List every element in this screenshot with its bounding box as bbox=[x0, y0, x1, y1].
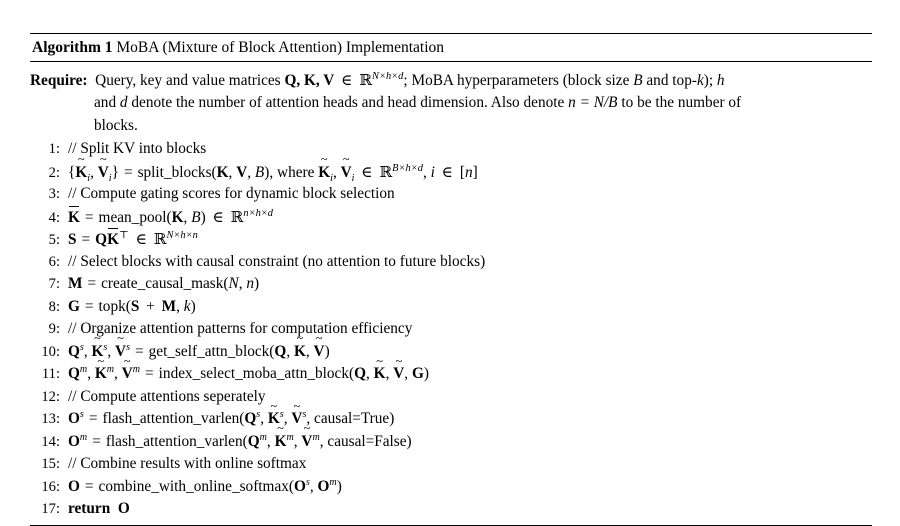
fn-create-causal-mask: create_causal_mask bbox=[101, 275, 224, 293]
step-number-7: 7: bbox=[48, 276, 60, 293]
step-row-14: 14: Om=flash_attention_varlen(Qm, Km, Vm… bbox=[30, 431, 872, 454]
reals-exponent-1: N×h×d bbox=[372, 70, 404, 82]
algorithm-steps: 1: // Split KV into blocks 2: {Ki, Vi}=s… bbox=[30, 138, 872, 521]
step-text-7: M=create_causal_mask(N, n) bbox=[68, 275, 260, 293]
step-text-8: G=topk(S + M, k) bbox=[68, 297, 196, 315]
step-text-17: return O bbox=[68, 498, 130, 521]
require-text-2: ; MoBA hyperparameters (block size bbox=[403, 72, 634, 89]
var-block-size: B bbox=[633, 72, 643, 89]
require-block: Require: Query, key and value matrices Q… bbox=[30, 67, 872, 137]
step-text-14: Om=flash_attention_varlen(Qm, Km, Vm, ca… bbox=[68, 431, 412, 454]
fn-topk: topk bbox=[98, 297, 126, 315]
var-dim: d bbox=[119, 94, 128, 112]
algorithm-title: MoBA (Mixture of Block Attention) Implem… bbox=[116, 39, 445, 56]
step-text-16: O=combine_with_online_softmax(Os, Om) bbox=[68, 476, 342, 495]
reals-symbol-1: ℝ bbox=[359, 71, 373, 89]
fn-combine-with-online-softmax: combine_with_online_softmax bbox=[98, 477, 289, 495]
element-of-1: ∈ bbox=[337, 72, 357, 89]
step-number-14: 14: bbox=[41, 433, 60, 450]
kw-return: return bbox=[68, 500, 111, 518]
step-row-5: 5: S=QK⊤ ∈ ℝN×h×n bbox=[30, 228, 872, 251]
require-text-4: ); bbox=[703, 72, 717, 89]
k-bar: K bbox=[68, 205, 80, 230]
step-row-12: 12: // Compute attentions seperately bbox=[30, 386, 872, 409]
algorithm-caption-rule bbox=[30, 61, 872, 62]
step-row-6: 6: // Select blocks with causal constrai… bbox=[30, 251, 872, 274]
fn-flash-attention-varlen-2: flash_attention_varlen bbox=[105, 432, 243, 450]
require-text-1: Query, key and value matrices bbox=[95, 72, 285, 89]
step-number-4: 4: bbox=[48, 209, 60, 226]
step-text-1: // Split KV into blocks bbox=[68, 140, 207, 158]
fn-index-select-moba-attn-block: index_select_moba_attn_block bbox=[158, 365, 349, 383]
v-tilde-sub-i: V bbox=[98, 162, 109, 185]
step-number-12: 12: bbox=[41, 388, 60, 405]
fn-get-self-attn-block: get_self_attn_block bbox=[148, 342, 270, 360]
step-number-13: 13: bbox=[41, 411, 60, 428]
step-text-9: // Organize attention patterns for compu… bbox=[68, 320, 413, 338]
step-text-6: // Select blocks with causal constraint … bbox=[68, 252, 486, 270]
output-matrix-o: O bbox=[117, 500, 130, 518]
step-text-13: Os=flash_attention_varlen(Qs, Ks, Vs, ca… bbox=[68, 408, 394, 431]
step-row-8: 8: G=topk(S + M, k) bbox=[30, 296, 872, 319]
step-row-16: 16: O=combine_with_online_softmax(Os, Om… bbox=[30, 476, 872, 499]
require-text-6: denote the number of attention heads and… bbox=[127, 94, 569, 112]
step-row-13: 13: Os=flash_attention_varlen(Qs, Ks, Vs… bbox=[30, 408, 872, 431]
step-number-9: 9: bbox=[48, 321, 60, 338]
step-row-1: 1: // Split KV into blocks bbox=[30, 138, 872, 161]
step-text-2: {Ki, Vi}=split_blocks(K, V, B), where Ki… bbox=[68, 161, 478, 185]
step-text-4: K=mean_pool(K, B) ∈ ℝn×h×d bbox=[68, 205, 273, 230]
step-row-3: 3: // Compute gating scores for dynamic … bbox=[30, 183, 872, 206]
step-row-4: 4: K=mean_pool(K, B) ∈ ℝn×h×d bbox=[30, 205, 872, 230]
step-number-2: 2: bbox=[48, 164, 60, 181]
step-text-15: // Combine results with online softmax bbox=[68, 455, 307, 473]
arg-causal-false: causal=False bbox=[327, 432, 407, 450]
require-text-7: to be the number of bbox=[617, 94, 742, 112]
step-row-11: 11: Qm, Km, Vm=index_select_moba_attn_bl… bbox=[30, 363, 872, 386]
require-keyword: Require: bbox=[30, 72, 88, 89]
require-text-8: blocks. bbox=[94, 116, 138, 134]
require-text-3: and top- bbox=[642, 72, 697, 89]
algorithm-block: Algorithm 1 MoBA (Mixture of Block Atten… bbox=[30, 33, 872, 526]
matrices-qkv: Q, K, V bbox=[284, 72, 335, 89]
require-line-1: Require: Query, key and value matrices Q… bbox=[30, 69, 872, 92]
step-number-16: 16: bbox=[41, 478, 60, 495]
step-row-17: 17: return O bbox=[30, 498, 872, 521]
fn-split-blocks: split_blocks bbox=[137, 163, 212, 181]
step-row-15: 15: // Combine results with online softm… bbox=[30, 453, 872, 476]
k-bar-2: K bbox=[107, 228, 119, 252]
step-number-6: 6: bbox=[48, 253, 60, 270]
var-topk: k bbox=[696, 72, 704, 89]
algorithm-caption: Algorithm 1 MoBA (Mixture of Block Atten… bbox=[30, 34, 872, 61]
algorithm-top-rule bbox=[30, 33, 872, 34]
step-row-7: 7: M=create_causal_mask(N, n) bbox=[30, 273, 872, 296]
algorithm-label: Algorithm 1 bbox=[32, 39, 113, 56]
step-text-10: Qs, Ks, Vs=get_self_attn_block(Q, K, V) bbox=[68, 341, 330, 364]
fn-flash-attention-varlen-1: flash_attention_varlen bbox=[102, 410, 240, 428]
arg-causal-true: causal=True bbox=[314, 410, 390, 428]
require-line-3: blocks. bbox=[30, 115, 872, 137]
algorithm-body: Require: Query, key and value matrices Q… bbox=[30, 62, 872, 525]
step-row-9: 9: // Organize attention patterns for co… bbox=[30, 318, 872, 341]
step-number-8: 8: bbox=[48, 298, 60, 315]
step-text-12: // Compute attentions seperately bbox=[68, 387, 266, 405]
step-row-2: 2: {Ki, Vi}=split_blocks(K, V, B), where… bbox=[30, 161, 872, 184]
fn-mean-pool: mean_pool bbox=[98, 208, 167, 226]
step-text-11: Qm, Km, Vm=index_select_moba_attn_block(… bbox=[68, 363, 429, 386]
kw-where: where bbox=[277, 163, 315, 181]
require-line-2: and d denote the number of attention hea… bbox=[30, 92, 872, 114]
eq-n-equals-n-over-b: n = N/B bbox=[568, 94, 618, 112]
require-text-5: and bbox=[94, 94, 120, 112]
step-number-11: 11: bbox=[41, 366, 60, 383]
step-number-1: 1: bbox=[48, 141, 60, 158]
step-number-5: 5: bbox=[48, 232, 60, 249]
step-row-10: 10: Qs, Ks, Vs=get_self_attn_block(Q, K,… bbox=[30, 341, 872, 364]
k-tilde-sub-i: K bbox=[75, 162, 87, 185]
step-number-10: 10: bbox=[41, 343, 60, 360]
step-number-17: 17: bbox=[41, 501, 60, 518]
var-heads: h bbox=[716, 72, 725, 89]
step-text-3: // Compute gating scores for dynamic blo… bbox=[68, 185, 395, 203]
step-number-15: 15: bbox=[41, 456, 60, 473]
step-text-5: S=QK⊤ ∈ ℝN×h×n bbox=[68, 228, 198, 252]
step-number-3: 3: bbox=[48, 186, 60, 203]
